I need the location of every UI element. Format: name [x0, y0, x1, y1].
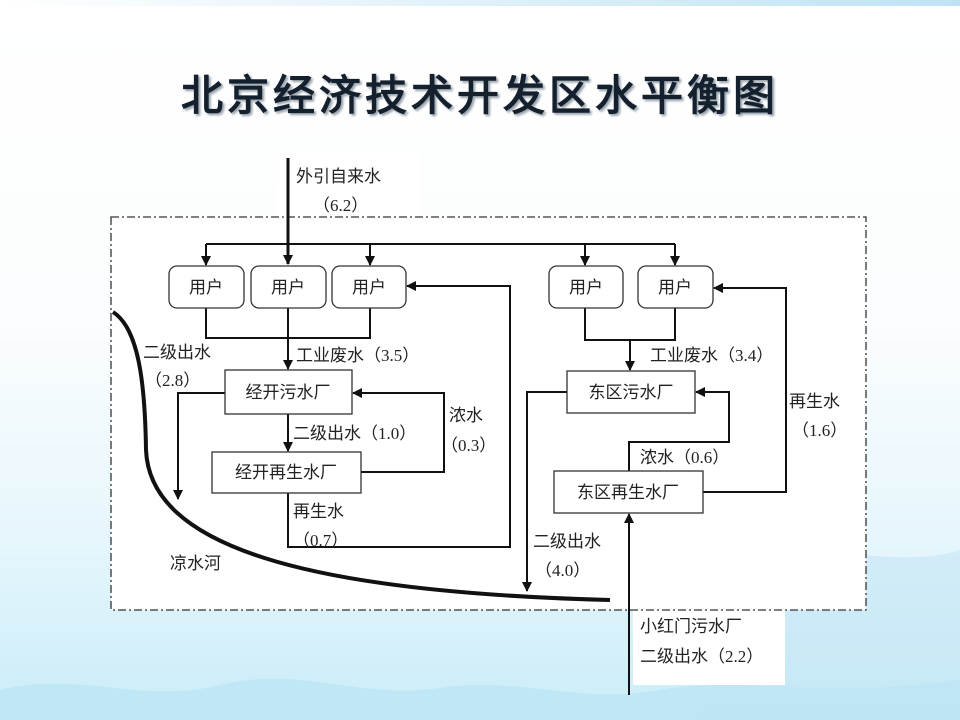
user-box-3 — [331, 265, 407, 309]
river-label: 凉水河 — [170, 554, 221, 573]
jk-reclaim-label: 经开再生水厂 — [235, 463, 337, 482]
east-sewage-box — [566, 370, 696, 414]
industrial-right-label: 工业废水（3.4） — [650, 346, 773, 365]
east-sewage-label: 东区污水厂 — [589, 383, 674, 402]
brine-right-label: 浓水（0.6） — [640, 448, 729, 467]
secondary-right-value: （4.0） — [535, 561, 590, 580]
reclaim-left-value: （0.7） — [293, 531, 348, 550]
secondary-left-label: 二级出水 — [143, 343, 211, 362]
reclaim-right-value: （1.6） — [792, 421, 847, 440]
east-reclaim-label: 东区再生水厂 — [577, 483, 679, 502]
flow-lines — [111, 158, 787, 695]
industrial-left-label: 工业废水（3.5） — [296, 346, 419, 365]
supply-value: （6.2） — [313, 196, 368, 215]
jk-sewage-label: 经开污水厂 — [246, 383, 331, 402]
user-box-2 — [250, 265, 327, 309]
jk-reclaim-box — [211, 451, 362, 494]
user-label: 用户 — [271, 278, 305, 297]
top-bar — [0, 0, 960, 6]
xhm-label: 小红门污水厂 — [640, 617, 742, 636]
reclaim-left-label: 再生水 — [293, 502, 344, 521]
brine-left-label: 浓水 — [449, 406, 483, 425]
page-title: 北京经济技术开发区水平衡图 — [180, 71, 779, 120]
east-reclaim-box — [553, 470, 704, 514]
user-box-4 — [548, 265, 624, 309]
user-label: 用户 — [352, 278, 386, 297]
brine-left-value: （0.3） — [441, 436, 496, 455]
secondary-right-label: 二级出水 — [533, 532, 601, 551]
user-label: 用户 — [189, 278, 223, 297]
user-label: 用户 — [569, 278, 603, 297]
reclaim-right-label: 再生水 — [789, 392, 840, 411]
river-line — [111, 310, 611, 602]
xhm-value: 二级出水（2.2） — [640, 647, 763, 666]
supply-label: 外引自来水 — [296, 167, 381, 186]
secondary-mid-label: 二级出水（1.0） — [293, 424, 416, 443]
xhm-label-bg — [633, 610, 785, 685]
secondary-left-value: （2.8） — [145, 371, 200, 390]
user-box-1 — [168, 265, 245, 309]
jk-sewage-box — [224, 369, 353, 415]
user-label: 用户 — [658, 278, 692, 297]
user-box-5 — [637, 265, 714, 309]
supply-label-bg — [275, 152, 420, 218]
